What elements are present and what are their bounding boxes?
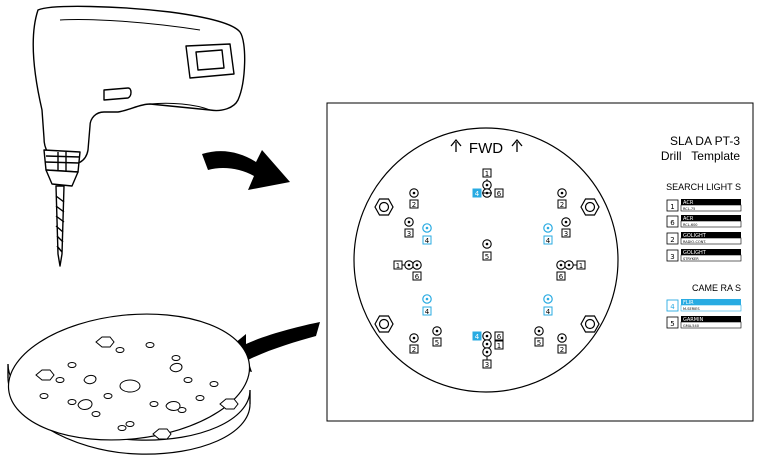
legend-number: 6 xyxy=(670,219,675,227)
legend-item-camera: 4 FLIR M-SERIES xyxy=(666,299,742,312)
legend-name: GOLIGHT xyxy=(683,250,707,256)
fwd-up-arrow-left-icon xyxy=(450,138,462,152)
hole-group-lower-left: 2 5 xyxy=(409,326,442,354)
hex-nut-lower-left-icon xyxy=(374,315,394,333)
legend-number: 4 xyxy=(670,303,675,311)
legend-sub: RCL-600 xyxy=(683,223,698,227)
legend-sub: STRYKER xyxy=(683,257,699,261)
hole-label: 4 xyxy=(546,308,551,316)
legend-item-search-light: 6 ACR RCL-600 xyxy=(666,215,742,228)
hole-label: 6 xyxy=(559,273,564,281)
legend-item-search-light: 3 GOLIGHT STRYKER xyxy=(666,249,742,262)
legend-name: ACR xyxy=(683,216,694,222)
hex-nut-upper-right-icon xyxy=(580,198,600,216)
hole-group-bottom: 4 6 1 3 xyxy=(472,331,504,369)
legend-number: 5 xyxy=(670,320,674,328)
hole-label: 3 xyxy=(485,361,489,369)
hole-label: 4 xyxy=(475,333,480,341)
template-title-line2: Drill Template xyxy=(661,149,740,163)
legend-sub: RADIO-CONT. xyxy=(683,240,706,244)
template-title-line1: SLA DA PT-3 xyxy=(670,134,740,148)
hole-group-right: 1 6 xyxy=(556,260,586,281)
hole-label: 4 xyxy=(425,308,430,316)
legend-number: 3 xyxy=(670,253,674,261)
hole-label: 6 xyxy=(497,190,502,198)
hole-group-camera-mid: 4 4 xyxy=(422,294,553,316)
hole-label: 1 xyxy=(579,262,583,270)
legend-name: GARMIN xyxy=(683,317,704,323)
hole-label: 5 xyxy=(485,253,489,261)
hex-nut-lower-right-icon xyxy=(580,315,600,333)
hole-label: 6 xyxy=(497,333,502,341)
legend-name: ACR xyxy=(683,200,694,206)
hole-label: 2 xyxy=(412,346,416,354)
legend-number: 1 xyxy=(670,203,674,211)
hole-label: 1 xyxy=(485,170,489,178)
legend-number: 2 xyxy=(670,236,674,244)
hole-group-top: 1 4 6 xyxy=(472,168,504,198)
legend-sub: RCL-75 xyxy=(683,207,695,211)
drill-icon xyxy=(32,5,246,267)
cameras-heading: CAME RA S xyxy=(692,283,741,293)
hole-group-left: 1 6 xyxy=(393,260,422,281)
hole-label: 2 xyxy=(412,201,416,209)
hole-label: 6 xyxy=(415,273,420,281)
hole-label: 4 xyxy=(475,190,480,198)
hole-label: 1 xyxy=(396,262,400,270)
hex-nut-upper-left-icon xyxy=(374,198,394,216)
hole-label: 4 xyxy=(546,237,551,245)
hole-label: 5 xyxy=(537,339,541,347)
hole-label: 3 xyxy=(564,230,568,238)
mounting-plate-3d xyxy=(7,313,251,455)
legend-sub: M-SERIES xyxy=(683,307,700,311)
legend-name: GOLIGHT xyxy=(683,233,707,239)
hole-label: 1 xyxy=(497,342,501,350)
hole-label: 3 xyxy=(407,230,411,238)
hole-group-upper-left: 2 3 4 xyxy=(404,188,432,245)
hole-label: 2 xyxy=(560,346,564,354)
arrow-right-icon xyxy=(202,150,290,190)
hole-group-center: 5 xyxy=(482,239,492,261)
legend-item-search-light: 1 ACR RCL-75 xyxy=(666,199,742,212)
hole-group-upper-right: 2 3 4 xyxy=(543,188,571,245)
hole-label: 5 xyxy=(435,339,439,347)
hole-label: 4 xyxy=(425,237,430,245)
hole-label: 2 xyxy=(560,201,564,209)
hole-group-lower-right: 2 5 xyxy=(534,326,567,354)
legend-name: FLIR xyxy=(683,300,694,306)
search-lights-heading: SEARCH LIGHT S xyxy=(666,182,741,192)
legend-sub: GMA-540 xyxy=(683,324,699,328)
legend-item-camera: 5 GARMIN GMA-540 xyxy=(666,316,742,329)
fwd-up-arrow-right-icon xyxy=(511,138,523,152)
fwd-label: FWD xyxy=(469,140,503,157)
legend-item-search-light: 2 GOLIGHT RADIO-CONT. xyxy=(666,232,742,245)
